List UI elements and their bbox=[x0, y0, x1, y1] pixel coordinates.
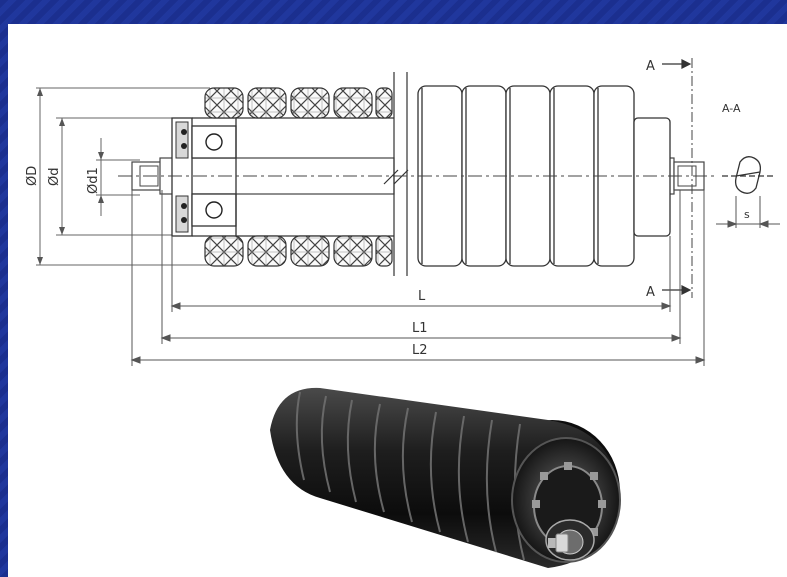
label-L: L bbox=[418, 289, 426, 304]
label-section-bottom: A bbox=[646, 285, 655, 300]
label-section-title: A-A bbox=[722, 102, 741, 115]
bearing-housing bbox=[171, 117, 394, 237]
label-L1: L1 bbox=[412, 321, 428, 336]
dimension-lengths bbox=[130, 190, 706, 366]
section-detail-shape bbox=[722, 156, 776, 194]
arrow-right-icon bbox=[662, 285, 692, 295]
impact-roller-photo bbox=[270, 387, 621, 568]
rubber-rings-section-top bbox=[204, 87, 393, 119]
label-section-top: A bbox=[646, 59, 655, 74]
label-phi-d: Ød bbox=[47, 168, 62, 186]
label-phi-d1: Ød1 bbox=[86, 167, 101, 194]
arrow-right-icon bbox=[662, 59, 692, 69]
break-lines bbox=[383, 72, 409, 276]
label-phi-D: ØD bbox=[25, 166, 40, 186]
dimension-s bbox=[716, 196, 780, 228]
label-L2: L2 bbox=[412, 343, 428, 358]
label-s: s bbox=[744, 208, 750, 221]
rubber-rings-section-bottom bbox=[204, 235, 393, 267]
dimension-diameters bbox=[36, 87, 210, 266]
dimension-arrow-icon bbox=[37, 88, 104, 265]
end-cap bbox=[633, 117, 671, 237]
